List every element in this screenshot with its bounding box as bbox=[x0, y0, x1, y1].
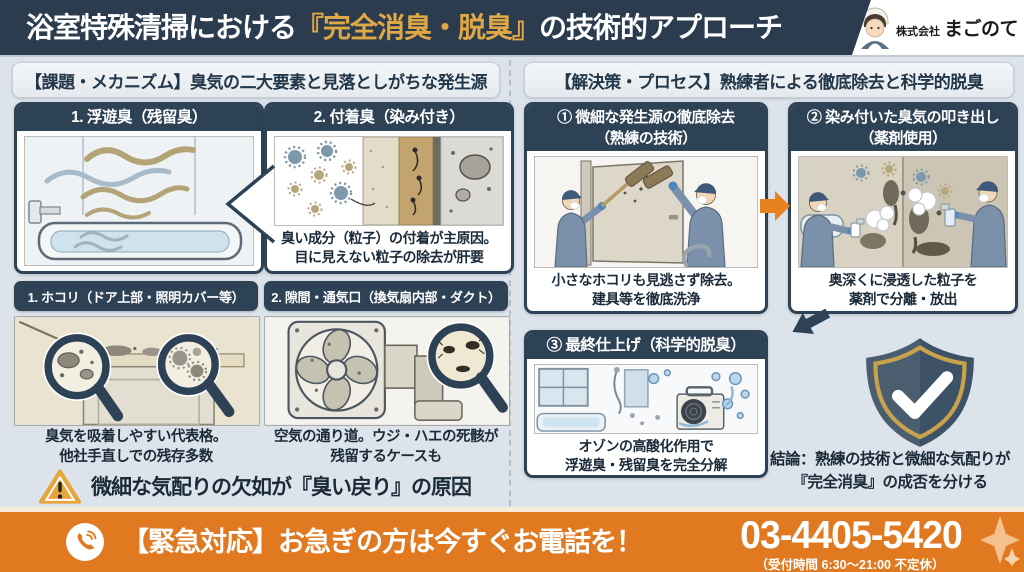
ozone-bathroom-illustration bbox=[534, 364, 758, 434]
maid-avatar-icon bbox=[860, 7, 889, 49]
step1-caption: 小さなホコリも見逃さず除去。 建具等を徹底洗浄 bbox=[551, 272, 742, 307]
bathroom-odor-illustration bbox=[24, 136, 254, 266]
source1-title: 1. ホコリ（ドア上部・照明カバー等） bbox=[14, 281, 258, 311]
footer-cta-text: 【緊急対応】お急ぎの方は今すぐお電話を！ bbox=[122, 527, 643, 557]
step3-panel: ③ 最終仕上げ（科学的脱臭） bbox=[524, 330, 768, 478]
phone-icon bbox=[66, 523, 104, 561]
left-section-title: 【課題・メカニズム】臭気の二大要素と見落としがちな発生源 bbox=[12, 62, 500, 98]
conclusion-text: 結論：熟練の技術と微細な気配りが 『完全消臭』の成否を分ける bbox=[769, 451, 1011, 492]
magnifier-left bbox=[42, 332, 124, 422]
company-logo: 株式会社 まごのて bbox=[852, 0, 1024, 55]
footer-cta-bar: 【緊急対応】お急ぎの方は今すぐお電話を！ 03-4405-5420 （受付時間 … bbox=[0, 512, 1024, 572]
step1-title: ① 微細な発生源の徹底除去 （熟練の技術） bbox=[527, 105, 765, 151]
magnifier-insects bbox=[426, 321, 508, 413]
title-pre: 浴室特殊清掃における bbox=[26, 12, 297, 43]
footer-separator bbox=[0, 507, 1024, 512]
warning-icon bbox=[39, 468, 81, 504]
company-name: まごのて bbox=[943, 19, 1019, 40]
sparkle-icon bbox=[980, 516, 1020, 566]
source1-caption: 臭気を吸着しやすい代表格。 他社手直しでの残存多数 bbox=[45, 429, 227, 465]
header-bar: 浴室特殊清掃における『完全消臭・脱臭』の技術的アプローチ 株式会社 まごのて bbox=[0, 0, 1024, 57]
step2-caption: 奥深くに浸透した粒子を 薬剤で分離・放出 bbox=[828, 272, 978, 307]
spray-worker-right bbox=[907, 181, 1007, 267]
floating-odor-title: 1. 浮遊臭（残留臭） bbox=[17, 105, 261, 131]
dust-door-image bbox=[14, 316, 260, 426]
title-post: の技術的アプローチ bbox=[539, 12, 783, 43]
spray-worker-left bbox=[800, 192, 895, 267]
column-divider bbox=[509, 60, 511, 506]
workers-spray-illustration bbox=[798, 156, 1008, 268]
phone-number: 03-4405-5420 bbox=[740, 514, 963, 557]
flow-arrow-icon bbox=[792, 308, 831, 335]
step-arrow-icon bbox=[760, 191, 790, 221]
page-title: 浴室特殊清掃における『完全消臭・脱臭』の技術的アプローチ bbox=[26, 0, 783, 55]
step3-caption: オゾンの高酸化作用で 浮遊臭・残留臭を完全分解 bbox=[565, 438, 728, 473]
exhaust-fan-image bbox=[264, 316, 510, 426]
magnifier-right bbox=[156, 332, 235, 418]
warning-text: 微細な気配りの欠如が『臭い戻り』の原因 bbox=[91, 476, 472, 499]
right-section-title: 【解決策・プロセス】熟練者による徹底除去と科学的脱臭 bbox=[524, 62, 1014, 98]
source2-title: 2. 隙間・通気口（換気扇内部・ダクト） bbox=[264, 281, 508, 311]
dust-door-illustration bbox=[15, 317, 259, 425]
shield-check-icon bbox=[866, 338, 974, 447]
source2-caption: 空気の通り道。ウジ・ハエの死骸が 残留するケースも bbox=[274, 429, 499, 465]
title-highlight: 『完全消臭・脱臭』 bbox=[296, 12, 540, 43]
worker-right bbox=[642, 165, 726, 267]
worker-left bbox=[554, 161, 654, 267]
warning-row: 微細な気配りの欠如が『臭い戻り』の原因 bbox=[12, 466, 498, 506]
step1-panel: ① 微細な発生源の徹底除去 （熟練の技術） bbox=[524, 102, 768, 314]
workers-door-illustration bbox=[534, 156, 758, 268]
phone-hours: （受付時間 6:30～21:00 不定休） bbox=[755, 558, 945, 572]
floating-odor-panel: 1. 浮遊臭（残留臭） bbox=[14, 102, 264, 274]
company-prefix: 株式会社 bbox=[895, 25, 940, 38]
step2-panel: ② 染み付いた臭気の叩き出し （薬剤使用） bbox=[788, 102, 1018, 314]
step2-title: ② 染み付いた臭気の叩き出し （薬剤使用） bbox=[791, 105, 1015, 151]
step3-title: ③ 最終仕上げ（科学的脱臭） bbox=[527, 333, 765, 359]
adhered-odor-title: 2. 付着臭（染み付き） bbox=[267, 105, 511, 131]
panel-connector-notch bbox=[225, 164, 276, 244]
particle-wall-illustration bbox=[274, 136, 504, 226]
exhaust-fan-illustration bbox=[265, 317, 509, 425]
adhered-odor-caption: 臭い成分（粒子）の付着が主原因。 目に見えない粒子の除去が肝要 bbox=[281, 230, 498, 265]
adhered-odor-panel: 2. 付着臭（染み付き） bbox=[264, 102, 514, 274]
